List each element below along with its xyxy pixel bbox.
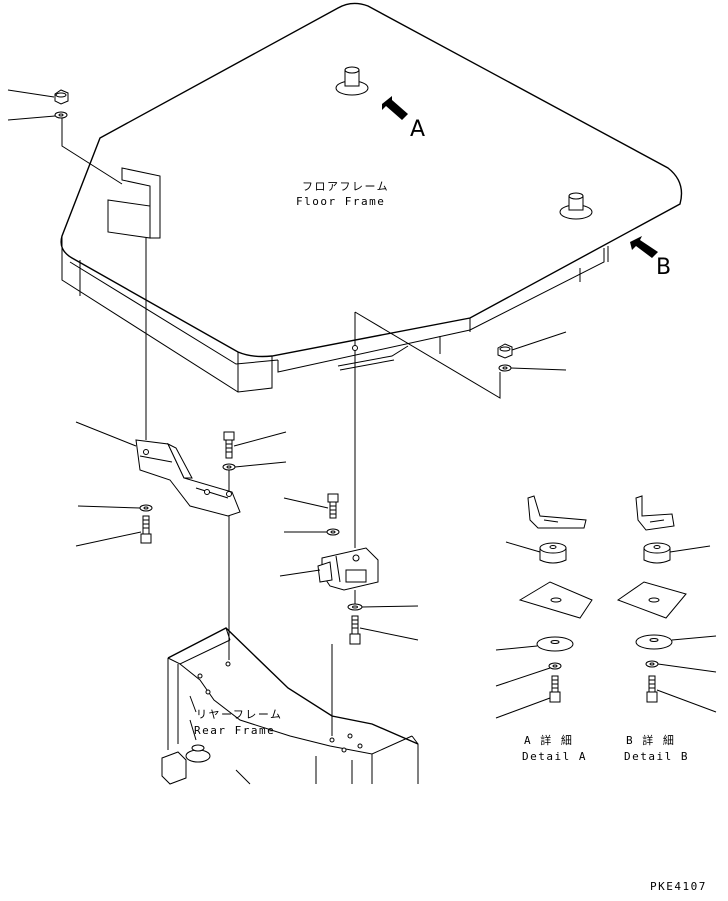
center-mount-bracket	[317, 547, 379, 591]
nut-top-left	[54, 89, 69, 105]
arrow-b-label: B	[656, 255, 671, 280]
washer-center-bottom	[347, 603, 363, 611]
floor-frame-label-en: Floor Frame	[296, 195, 385, 208]
arrow-a-icon	[382, 96, 408, 120]
floor-mount-a	[335, 66, 369, 96]
bolt-lower-left	[140, 515, 152, 544]
bolt-center-bottom	[349, 615, 361, 645]
floor-mount-b	[559, 192, 593, 220]
detail-b-label-en: Detail B	[624, 750, 689, 763]
washer-upper-bracket	[222, 463, 236, 471]
floor-frame-label-jp: フロアフレーム	[302, 180, 389, 193]
detail-a	[495, 495, 593, 719]
arrow-a-label: A	[410, 117, 425, 142]
bolt-upper-bracket	[223, 431, 235, 459]
plate-left-bracket	[107, 167, 161, 239]
drawing-code: PKE4107	[650, 880, 707, 893]
rear-frame-label-en: Rear Frame	[194, 724, 275, 737]
detail-b-label-jp: B 詳 細	[626, 733, 675, 747]
washer-lower-left	[139, 504, 153, 512]
floor-frame-plate	[60, 2, 683, 393]
bolt-center-top	[327, 493, 339, 519]
nut-right	[497, 343, 513, 359]
washer-top-left	[54, 111, 68, 119]
washer-right	[498, 364, 512, 372]
arrow-b-icon	[630, 236, 658, 258]
washer-center-top	[326, 528, 340, 536]
detail-a-label-jp: A 詳 細	[524, 733, 573, 747]
detail-a-label-en: Detail A	[522, 750, 587, 763]
rear-left-bracket	[135, 439, 241, 517]
detail-b	[616, 495, 717, 713]
rear-frame-label-jp: リヤーフレーム	[196, 708, 283, 721]
rear-frame	[161, 627, 419, 785]
